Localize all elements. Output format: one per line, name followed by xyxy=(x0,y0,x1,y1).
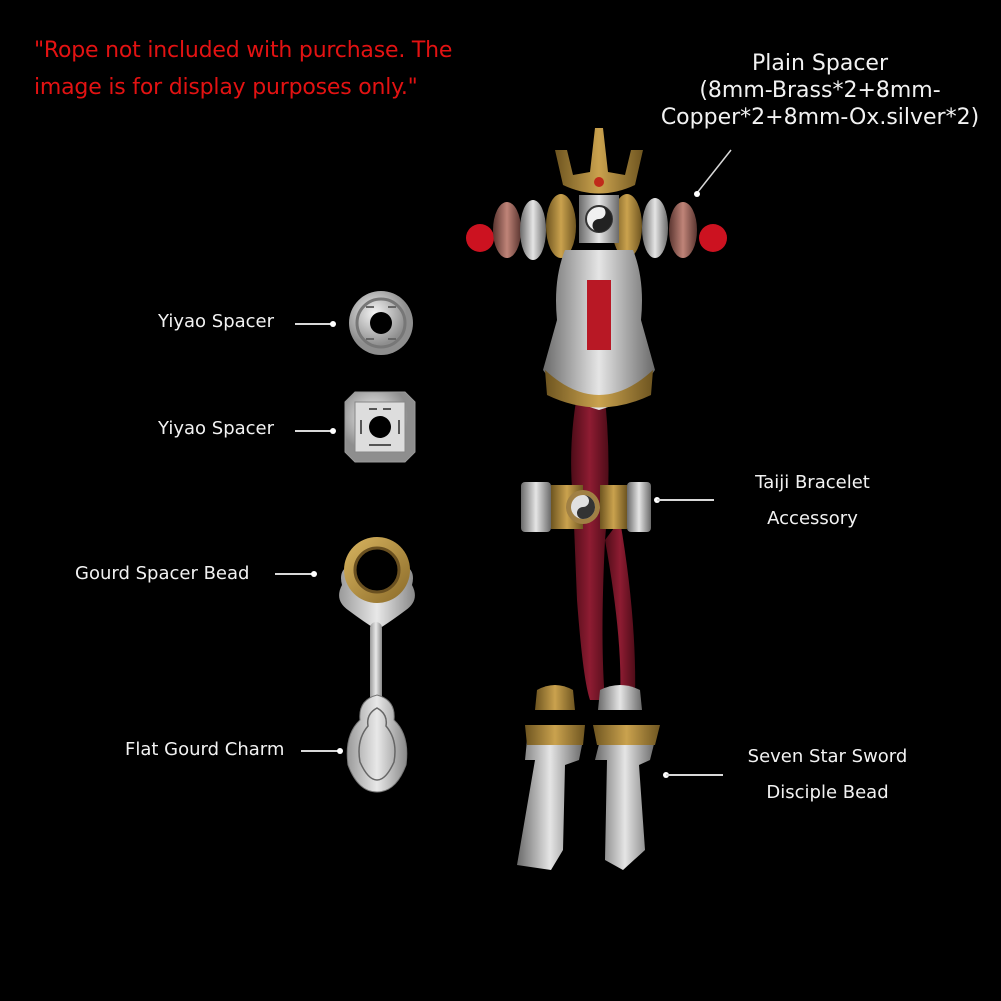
sword-label-line-1: Seven Star Sword xyxy=(747,746,908,767)
plain-spacer-title: Plain Spacer xyxy=(752,51,888,76)
leader-dot xyxy=(330,428,336,434)
label-taiji-bracelet: Taiji Bracelet Accessory xyxy=(730,465,895,537)
leader-dot xyxy=(311,571,317,577)
leader-line xyxy=(666,774,723,776)
plain-spacer-spec-2: Copper*2+8mm-Ox.silver*2) xyxy=(660,105,980,130)
sword-label-line-2: Disciple Bead xyxy=(766,782,889,803)
label-yiyao-spacer-round: Yiyao Spacer xyxy=(158,311,275,332)
main-pendant-assembly-image xyxy=(466,128,727,870)
yiyao-spacer-square-image xyxy=(344,391,416,463)
label-flat-gourd-charm: Flat Gourd Charm xyxy=(125,739,285,760)
disclaimer-line-2: image is for display purposes only." xyxy=(34,75,418,100)
leader-line xyxy=(301,750,339,752)
label-seven-star-sword: Seven Star Sword Disciple Bead xyxy=(735,739,920,811)
leader-dot xyxy=(330,321,336,327)
label-gourd-spacer-bead: Gourd Spacer Bead xyxy=(75,563,250,584)
taiji-label-line-1: Taiji Bracelet xyxy=(755,472,870,493)
leader-line xyxy=(295,430,332,432)
yiyao-spacer-round-image xyxy=(349,291,413,355)
gourd-spacer-bead-image xyxy=(339,537,415,793)
label-plain-spacer: Plain Spacer (8mm-Brass*2+8mm- Copper*2+… xyxy=(640,50,1000,131)
leader-line xyxy=(295,323,332,325)
leader-dot xyxy=(337,748,343,754)
disclaimer-notice: "Rope not included with purchase. The im… xyxy=(34,32,514,106)
disclaimer-line-1: "Rope not included with purchase. The xyxy=(34,38,453,63)
plain-spacer-spec-1: (8mm-Brass*2+8mm- xyxy=(699,78,941,103)
taiji-label-line-2: Accessory xyxy=(767,508,858,529)
label-yiyao-spacer-square: Yiyao Spacer xyxy=(158,418,275,439)
leader-line xyxy=(275,573,313,575)
leader-line xyxy=(657,499,714,501)
